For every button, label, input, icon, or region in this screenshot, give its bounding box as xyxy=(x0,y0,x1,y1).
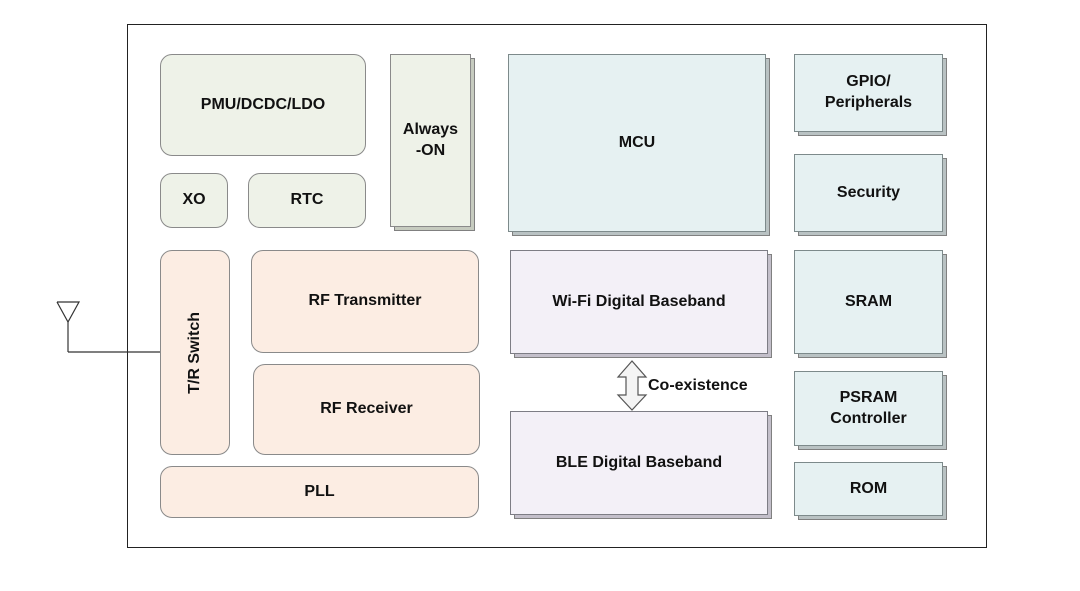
rf-receiver-block: RF Receiver xyxy=(253,364,480,455)
coexistence-label: Co-existence xyxy=(648,377,748,394)
gpio-peripherals-block: GPIO/ Peripherals xyxy=(794,54,943,132)
rf-transmitter-block: RF Transmitter xyxy=(251,250,479,353)
tr-switch-block: T/R Switch xyxy=(160,250,230,455)
rom-block: ROM xyxy=(794,462,943,516)
pll-block: PLL xyxy=(160,466,479,518)
pmu-dcdc-ldo-block: PMU/DCDC/LDO xyxy=(160,54,366,156)
rtc-block: RTC xyxy=(248,173,366,228)
sram-block: SRAM xyxy=(794,250,943,354)
chip-boundary xyxy=(127,24,987,548)
ble-digital-baseband-block: BLE Digital Baseband xyxy=(510,411,768,515)
always-on-block: Always -ON xyxy=(390,54,471,227)
mcu-block: MCU xyxy=(508,54,766,232)
xo-block: XO xyxy=(160,173,228,228)
psram-controller-block: PSRAM Controller xyxy=(794,371,943,446)
antenna-icon xyxy=(56,301,81,352)
wifi-digital-baseband-block: Wi-Fi Digital Baseband xyxy=(510,250,768,354)
tr-switch-label: T/R Switch xyxy=(185,311,203,394)
security-block: Security xyxy=(794,154,943,232)
